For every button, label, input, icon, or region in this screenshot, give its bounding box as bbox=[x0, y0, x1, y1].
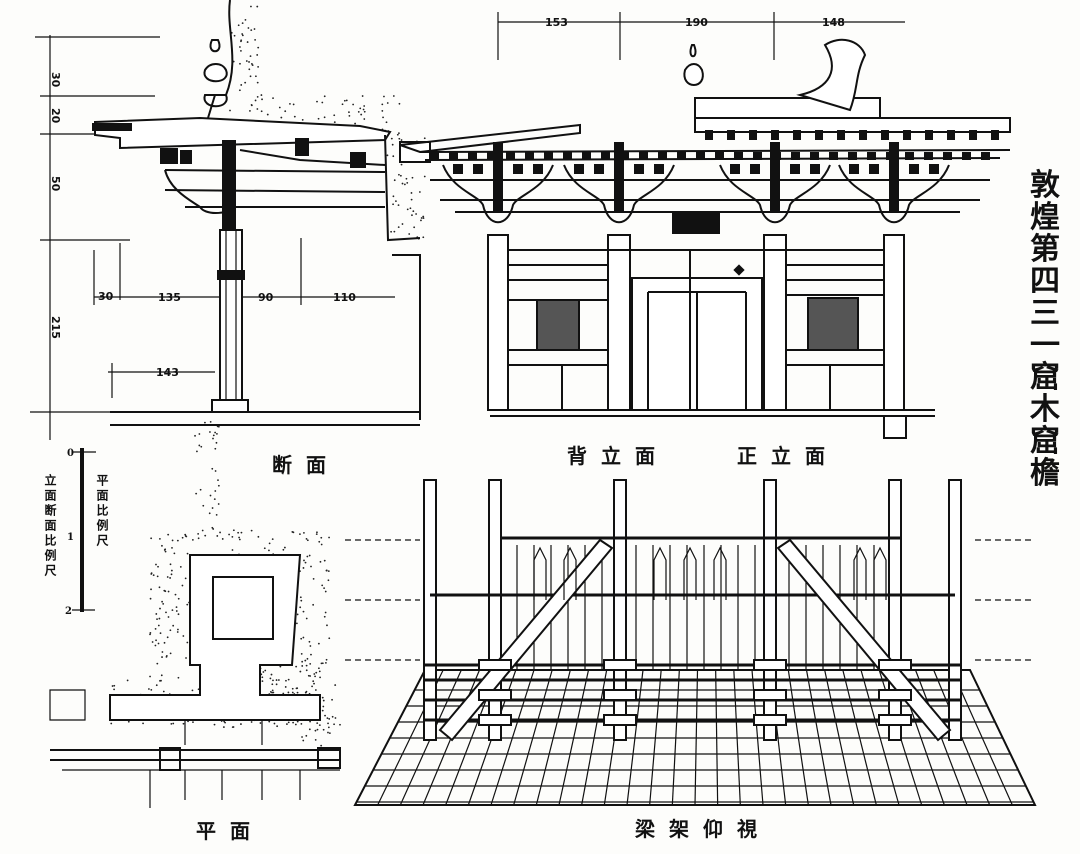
dim-h-143: 143 bbox=[156, 366, 179, 379]
dim-v-50: 50 bbox=[49, 176, 62, 192]
dim-h-90: 90 bbox=[258, 291, 274, 304]
ceiling-framing-label: 梁架仰視 bbox=[634, 817, 771, 841]
scale-bars: 0 1 2 bbox=[65, 448, 96, 617]
dim-h-110: 110 bbox=[333, 291, 356, 304]
bracket-sets bbox=[442, 142, 950, 224]
front-elevation-label: 正立面 bbox=[737, 444, 839, 468]
dim-top-148: 148 bbox=[822, 16, 845, 29]
dim-v-20: 20 bbox=[49, 108, 62, 124]
section-label: 断面 bbox=[272, 453, 340, 477]
elevation-view: 153 190 148 背立面 正立面 bbox=[399, 12, 1011, 468]
section-view: 30 20 50 215 30 135 90 110 143 断面 bbox=[30, 0, 431, 477]
dim-v-30: 30 bbox=[49, 72, 62, 88]
dim-h-30: 30 bbox=[98, 290, 114, 303]
dim-v-215: 215 bbox=[49, 316, 62, 339]
dim-top-153: 153 bbox=[545, 16, 568, 29]
plan-label: 平面 bbox=[196, 819, 264, 843]
dim-top-190: 190 bbox=[685, 16, 708, 29]
scale-tick-1: 1 bbox=[67, 532, 74, 543]
ceiling-framing-view: 梁架仰視 bbox=[345, 479, 1037, 841]
scale-tick-2: 2 bbox=[65, 606, 72, 617]
plan-scale-label: 平面比例尺 bbox=[95, 474, 109, 549]
drawing-title: 敦煌第四三一窟木窟檐 bbox=[1029, 168, 1060, 491]
rear-elevation-label: 背立面 bbox=[567, 444, 669, 468]
rafter-ends bbox=[430, 130, 999, 160]
ceiling-framing-lines bbox=[345, 479, 1037, 806]
scale-tick-0: 0 bbox=[67, 448, 74, 459]
elevation-section-scale-label: 立面断面比例尺 bbox=[43, 474, 57, 579]
dim-h-135: 135 bbox=[158, 291, 181, 304]
plan-view: 平面 bbox=[49, 554, 341, 843]
